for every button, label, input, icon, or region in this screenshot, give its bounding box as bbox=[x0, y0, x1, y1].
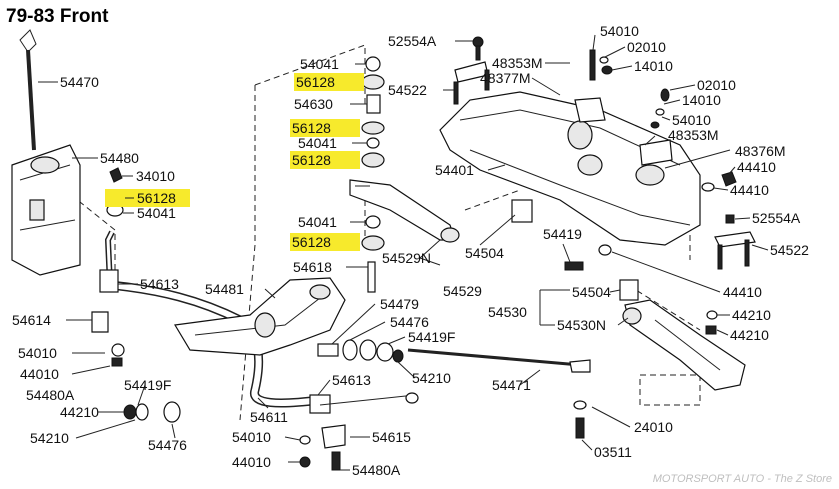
label-24010: 24010 bbox=[634, 419, 673, 435]
label-54611: 54611 bbox=[250, 409, 288, 425]
label-54522-b: 54522 bbox=[770, 242, 809, 258]
label-54041-d: 54041 bbox=[298, 214, 337, 230]
watermark: MOTORSPORT AUTO - The Z Store bbox=[653, 473, 832, 485]
label-54480A-b: 54480A bbox=[352, 462, 401, 478]
crossmember-54401 bbox=[439, 91, 701, 246]
label-54529N: 54529N bbox=[382, 250, 431, 266]
bushing-54504 bbox=[511, 199, 533, 223]
label-54476-b: 54476 bbox=[390, 314, 429, 330]
diagram-title: 79-83 Front bbox=[6, 6, 109, 27]
label-14010-a: 14010 bbox=[634, 58, 673, 74]
label-44010-a: 44010 bbox=[20, 366, 59, 382]
label-52554A-a: 52554A bbox=[388, 33, 437, 49]
label-54480A-a: 54480A bbox=[26, 387, 75, 403]
label-48353M-b: 48353M bbox=[668, 127, 719, 143]
shock-absorber-54470 bbox=[19, 29, 37, 151]
label-54041-c: 54041 bbox=[298, 135, 337, 151]
label-02010-a: 02010 bbox=[627, 39, 666, 55]
lower-arm-54530 bbox=[622, 299, 746, 391]
label-54504-a: 54504 bbox=[465, 245, 504, 261]
label-54419: 54419 bbox=[543, 226, 582, 242]
label-48376M: 48376M bbox=[735, 143, 786, 159]
label-54210-a: 54210 bbox=[30, 430, 69, 446]
label-54010-a: 54010 bbox=[18, 345, 57, 361]
label-54419F-a: 54419F bbox=[124, 377, 171, 393]
highlight-56128-d bbox=[290, 151, 360, 169]
label-54529: 54529 bbox=[443, 283, 482, 299]
label-54210-b: 54210 bbox=[412, 370, 451, 386]
stabilizer-bracket-54614 bbox=[91, 311, 109, 333]
label-44410-c: 44410 bbox=[723, 284, 762, 300]
label-54504-b: 54504 bbox=[572, 284, 611, 300]
label-56128-d: 56128 bbox=[292, 152, 331, 168]
compression-rod-54529 bbox=[349, 179, 460, 243]
highlight-56128-a bbox=[105, 189, 190, 207]
label-44410-a: 44410 bbox=[737, 159, 776, 175]
label-54613-b: 54613 bbox=[332, 372, 371, 388]
label-03511: 03511 bbox=[594, 444, 632, 460]
label-02010-b: 02010 bbox=[697, 77, 736, 93]
label-54613-a: 54613 bbox=[140, 276, 179, 292]
label-54480: 54480 bbox=[100, 150, 139, 166]
label-44210-c: 44210 bbox=[730, 327, 769, 343]
center-bushing-stack bbox=[361, 56, 385, 293]
label-52554A-b: 52554A bbox=[752, 210, 801, 226]
label-44210-b: 44210 bbox=[732, 307, 771, 323]
label-54470: 54470 bbox=[60, 74, 99, 90]
label-48353M-a: 48353M bbox=[492, 55, 543, 71]
label-54401: 54401 bbox=[435, 162, 474, 178]
label-54419F-b: 54419F bbox=[408, 329, 455, 345]
label-54481: 54481 bbox=[205, 281, 244, 297]
label-56128-a: 56128 bbox=[137, 190, 176, 206]
label-56128-e: 56128 bbox=[292, 234, 331, 250]
label-44410-b: 44410 bbox=[730, 182, 769, 198]
label-54618: 54618 bbox=[293, 259, 332, 275]
label-54010-d: 54010 bbox=[672, 112, 711, 128]
label-54010-b: 54010 bbox=[232, 429, 271, 445]
label-54615: 54615 bbox=[372, 429, 411, 445]
spacer-54479 bbox=[317, 343, 339, 357]
label-14010-b: 14010 bbox=[682, 92, 721, 108]
label-56128-c: 56128 bbox=[292, 120, 331, 136]
lower-arm-54481 bbox=[174, 277, 346, 356]
label-54630: 54630 bbox=[294, 96, 333, 112]
label-54476-a: 54476 bbox=[148, 437, 187, 453]
label-54614: 54614 bbox=[12, 312, 51, 328]
label-54530: 54530 bbox=[488, 304, 527, 320]
label-54471: 54471 bbox=[492, 377, 531, 393]
bracket-panel-54480 bbox=[11, 144, 81, 276]
label-54479: 54479 bbox=[380, 296, 419, 312]
label-44210-a: 44210 bbox=[60, 404, 99, 420]
label-54041-a: 54041 bbox=[137, 205, 176, 221]
label-54010-c: 54010 bbox=[600, 23, 639, 39]
label-54041-b: 54041 bbox=[300, 56, 339, 72]
highlight-56128-c bbox=[290, 119, 360, 137]
label-54530N: 54530N bbox=[557, 317, 606, 333]
stabilizer-clamp-54613 bbox=[99, 269, 119, 293]
label-34010: 34010 bbox=[136, 168, 175, 184]
highlight-56128-e bbox=[290, 233, 360, 251]
label-48377M: 48377M bbox=[480, 70, 531, 86]
tension-rod-54471 bbox=[407, 348, 591, 439]
label-54522-a: 54522 bbox=[388, 82, 427, 98]
highlight-56128-b bbox=[294, 73, 364, 91]
label-44010-b: 44010 bbox=[232, 454, 271, 470]
label-56128-b: 56128 bbox=[296, 74, 335, 90]
